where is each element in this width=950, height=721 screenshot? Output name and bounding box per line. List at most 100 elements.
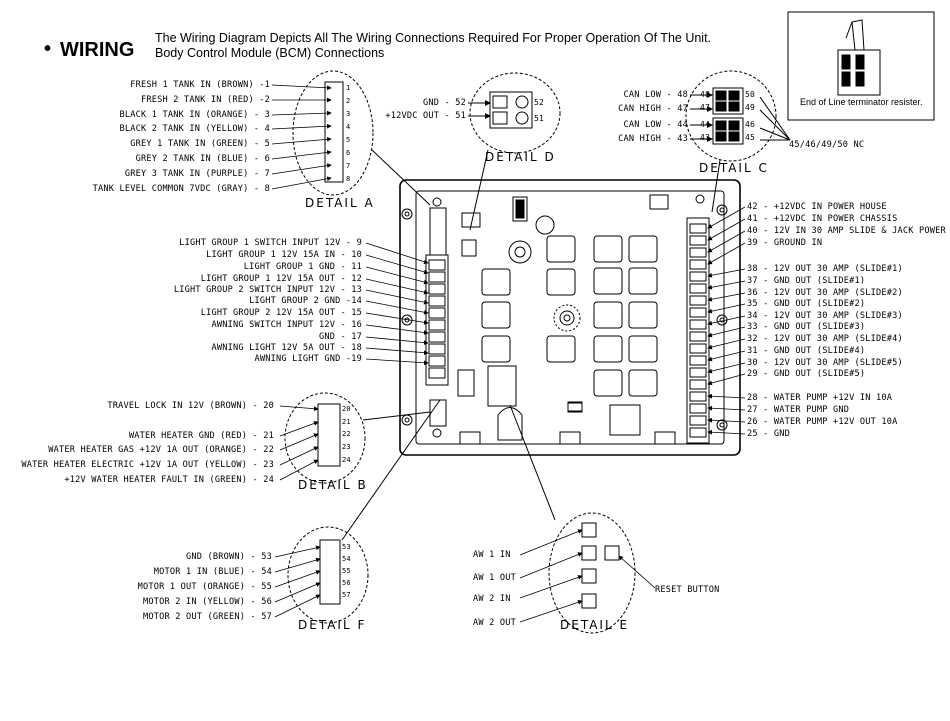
- left-label-14: LIGHT GROUP 2 GND -14: [249, 296, 362, 306]
- bullet: •: [44, 38, 52, 60]
- detail-e-label-aw1-out: AW 1 OUT: [473, 573, 516, 583]
- right-label-42: 42 - +12VDC IN POWER HOUSE: [747, 202, 887, 212]
- detail-c-pin-45: 45: [745, 133, 756, 142]
- left-label-15: LIGHT GROUP 2 12V 15A OUT - 15: [200, 308, 362, 318]
- left-terminal-block: [425, 254, 449, 386]
- terminator-inset: [787, 11, 935, 121]
- detail-f-label-55: MOTOR 1 OUT (ORANGE) - 55: [137, 582, 272, 592]
- detail-c-pin-48: 48: [700, 90, 711, 99]
- detail-b-title: DETAIL B: [298, 478, 368, 492]
- detail-c-label-44: CAN LOW - 44: [623, 120, 688, 130]
- detail-c-pin-50: 50: [745, 90, 756, 99]
- detail-a-pin-5: 5: [346, 136, 351, 144]
- detail-f-label-54: MOTOR 1 IN (BLUE) - 54: [153, 567, 272, 577]
- detail-a-label-1: FRESH 1 TANK IN (BROWN) -1: [130, 80, 270, 90]
- detail-f-graphic: [274, 399, 441, 624]
- right-label-30: 30 - 12V OUT 30 AMP (SLIDE#5): [747, 358, 903, 368]
- left-label-11: LIGHT GROUP 1 GND - 11: [243, 262, 362, 272]
- detail-d-label-gnd: GND - 52: [423, 98, 466, 108]
- right-terminal-block: [686, 217, 710, 444]
- detail-f-pin-56: 56: [342, 579, 351, 587]
- detail-d-graphic: [468, 72, 561, 231]
- detail-b-pin-24: 24: [342, 456, 351, 464]
- right-label-33: 33 - GND OUT (SLIDE#3): [747, 322, 866, 332]
- detail-a-pin-2: 2: [346, 97, 351, 105]
- detail-f-label-56: MOTOR 2 IN (YELLOW) - 56: [143, 597, 272, 607]
- detail-e-graphic: [509, 404, 656, 634]
- detail-e-label-aw2-out: AW 2 OUT: [473, 618, 516, 628]
- detail-b-label-20: TRAVEL LOCK IN 12V (BROWN) - 20: [107, 401, 274, 411]
- left-label-13: LIGHT GROUP 2 SWITCH INPUT 12V - 13: [173, 285, 362, 295]
- detail-a-pin-3: 3: [346, 110, 351, 118]
- detail-c-pin-44: 44: [700, 120, 711, 129]
- detail-c-pin-46: 46: [745, 120, 756, 129]
- detail-a-pin-8: 8: [346, 175, 351, 183]
- detail-f-pin-54: 54: [342, 555, 351, 563]
- relay-array: [481, 235, 658, 397]
- detail-b-label-24: +12V WATER HEATER FAULT IN (GREEN) - 24: [64, 475, 274, 485]
- detail-b-label-22: WATER HEATER GAS +12V 1A OUT (ORANGE) - …: [48, 445, 274, 455]
- detail-a-leaders: [271, 84, 332, 190]
- right-label-26: 26 - WATER PUMP +12V OUT 10A: [747, 417, 898, 427]
- right-label-25: 25 - GND: [747, 429, 790, 439]
- right-label-39: 39 - GROUND IN: [747, 238, 823, 248]
- right-label-35: 35 - GND OUT (SLIDE#2): [747, 299, 866, 309]
- detail-a-title: DETAIL A: [305, 196, 375, 210]
- detail-c-label-48: CAN LOW - 48: [623, 90, 688, 100]
- detail-a-label-2: FRESH 2 TANK IN (RED) -2: [141, 95, 270, 105]
- detail-c-label-43: CAN HIGH - 43: [618, 134, 688, 144]
- detail-f-label-57: MOTOR 2 OUT (GREEN) - 57: [143, 612, 272, 622]
- detail-a-label-8: TANK LEVEL COMMON 7VDC (GRAY) - 8: [92, 184, 270, 194]
- detail-e-reset-label: RESET BUTTON: [655, 585, 720, 595]
- right-label-41: 41 - +12VDC IN POWER CHASSIS: [747, 214, 898, 224]
- right-label-36: 36 - 12V OUT 30 AMP (SLIDE#2): [747, 288, 903, 298]
- right-label-32: 32 - 12V OUT 30 AMP (SLIDE#4): [747, 334, 903, 344]
- detail-b-pin-22: 22: [342, 430, 351, 438]
- detail-a-pin-4: 4: [346, 123, 351, 131]
- detail-f-title: DETAIL F: [298, 618, 367, 632]
- detail-b-graphic: [279, 392, 431, 484]
- detail-c-pin-47: 47: [700, 103, 711, 112]
- detail-b-pin-20: 20: [342, 405, 351, 413]
- detail-c-pin-43: 43: [700, 133, 711, 142]
- detail-a-label-5: GREY 1 TANK IN (GREEN) - 5: [130, 139, 270, 149]
- detail-b-pin-21: 21: [342, 418, 351, 426]
- detail-a-graphic: [292, 70, 431, 206]
- detail-c-graphic: [685, 70, 791, 213]
- terminator-caption: End of Line terminator resister.: [800, 97, 923, 107]
- detail-f-label-53: GND (BROWN) - 53: [186, 552, 272, 562]
- left-label-12: LIGHT GROUP 1 12V 15A OUT - 12: [200, 274, 362, 284]
- detail-a-pin-1: 1: [346, 84, 351, 92]
- right-label-38: 38 - 12V OUT 30 AMP (SLIDE#1): [747, 264, 903, 274]
- detail-a-label-4: BLACK 2 TANK IN (YELLOW) - 4: [119, 124, 270, 134]
- detail-a-label-6: GREY 2 TANK IN (BLUE) - 6: [135, 154, 270, 164]
- page-title: WIRING: [60, 39, 135, 61]
- detail-f-pin-55: 55: [342, 567, 351, 575]
- right-label-34: 34 - 12V OUT 30 AMP (SLIDE#3): [747, 311, 903, 321]
- detail-c-title: DETAIL C: [699, 161, 769, 175]
- detail-c-label-47: CAN HIGH - 47: [618, 104, 688, 114]
- detail-d-label-12v: +12VDC OUT - 51: [385, 111, 466, 121]
- left-label-19: AWNING LIGHT GND -19: [254, 354, 362, 364]
- detail-e-title: DETAIL E: [560, 618, 630, 632]
- right-side-leaders: [707, 206, 746, 435]
- detail-e-label-aw2-in: AW 2 IN: [473, 594, 511, 604]
- detail-e-label-aw1-in: AW 1 IN: [473, 550, 511, 560]
- right-label-31: 31 - GND OUT (SLIDE#4): [747, 346, 866, 356]
- detail-a-label-7: GREY 3 TANK IN (PURPLE) - 7: [124, 169, 270, 179]
- right-label-37: 37 - GND OUT (SLIDE#1): [747, 276, 866, 286]
- right-label-29: 29 - GND OUT (SLIDE#5): [747, 369, 866, 379]
- detail-f-pin-53: 53: [342, 543, 351, 551]
- left-label-17: GND - 17: [319, 332, 362, 342]
- detail-d-pin-52: 52: [534, 98, 545, 107]
- left-label-18: AWNING LIGHT 12V 5A OUT - 18: [211, 343, 362, 353]
- right-label-28: 28 - WATER PUMP +12V IN 10A: [747, 393, 893, 403]
- left-side-leaders: [365, 242, 429, 366]
- detail-a-label-3: BLACK 1 TANK IN (ORANGE) - 3: [119, 110, 270, 120]
- detail-a-pin-6: 6: [346, 149, 351, 157]
- detail-c-note: 45/46/49/50 NC: [789, 140, 865, 150]
- detail-b-label-21: WATER HEATER GND (RED) - 21: [128, 431, 274, 441]
- detail-d-title: DETAIL D: [485, 150, 556, 164]
- left-label-10: LIGHT GROUP 1 12V 15A IN - 10: [206, 250, 362, 260]
- right-label-40: 40 - 12V IN 30 AMP SLIDE & JACK POWER: [747, 226, 946, 236]
